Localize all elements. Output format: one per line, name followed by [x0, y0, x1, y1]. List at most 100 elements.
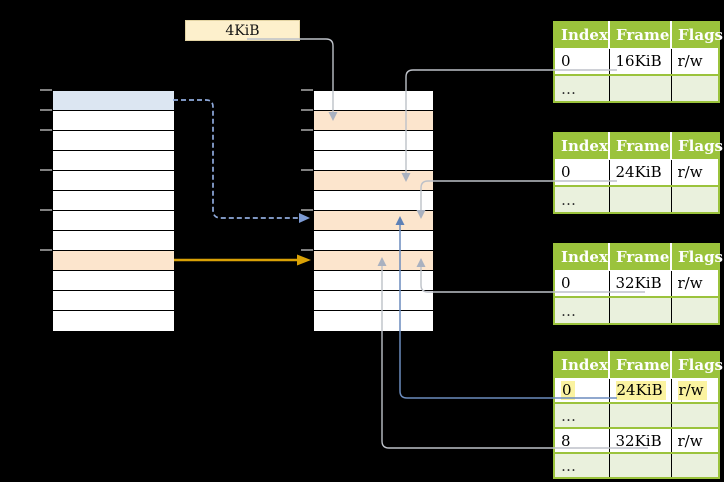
virtual-memory-row-2 [53, 131, 174, 151]
physical-memory-row-8 [314, 251, 433, 271]
page-table-row: … [554, 453, 719, 479]
page-table-cell [609, 297, 672, 325]
virtual-memory-row-7 [53, 231, 174, 251]
page-table-header-flags: Flags [671, 133, 723, 160]
physical-memory-row-6 [314, 211, 433, 231]
page-table-row: … [554, 75, 719, 103]
physical-memory-row-11 [314, 311, 433, 331]
physical-memory-row-10 [314, 291, 433, 311]
physical-memory-tick [301, 89, 313, 91]
page-table-cell: r/w [671, 378, 719, 404]
page-table-cell: … [554, 297, 610, 325]
page-table-cell: r/w [671, 428, 719, 454]
page-table-header-flags: Flags [671, 22, 723, 49]
physical-memory-tick [301, 209, 313, 211]
page-table-row: 0 24KiB r/w [554, 378, 719, 404]
page-table-header-frame: Frame [609, 22, 672, 49]
virtual-memory-row-6 [53, 211, 174, 231]
page-table-cell [609, 453, 672, 479]
page-table-cell: … [554, 186, 610, 214]
page-size-label: 4KiB [225, 22, 260, 39]
arrow-virtual-page-to-physical-dashed [173, 99, 310, 223]
virtual-memory-row-4 [53, 171, 174, 191]
highlighted-cell-text: 24KiB [615, 381, 666, 401]
virtual-memory-row-8 [53, 251, 174, 271]
page-table-cell: 0 [554, 159, 610, 187]
physical-memory-tick [301, 249, 313, 251]
page-table-cell [609, 403, 672, 429]
virtual-memory-row-11 [53, 311, 174, 331]
arrow-virtual-page-to-physical-gold [174, 254, 311, 266]
page-table-header-frame: Frame [609, 133, 672, 160]
page-table-cell: 0 [554, 48, 610, 76]
page-table-cell: r/w [671, 48, 719, 76]
physical-memory-row-5 [314, 191, 433, 211]
page-table-cell: … [554, 75, 610, 103]
virtual-memory-row-10 [53, 291, 174, 311]
virtual-memory-tick [40, 89, 52, 91]
page-table-header-flags: Flags [671, 352, 723, 379]
page-table-cell: r/w [671, 270, 719, 298]
virtual-memory-tick [40, 109, 52, 111]
virtual-memory-row-9 [53, 271, 174, 291]
page-table-cell: r/w [671, 159, 719, 187]
page-table-header-frame: Frame [609, 244, 672, 271]
virtual-memory-row-1 [53, 111, 174, 131]
physical-memory-row-4 [314, 171, 433, 191]
page-table-cell [609, 186, 672, 214]
physical-memory-row-1 [314, 111, 433, 131]
physical-memory-row-2 [314, 131, 433, 151]
page-table-header-index: Index [554, 244, 610, 271]
page-table-cell: 32KiB [609, 270, 672, 298]
page-table-cell [671, 453, 719, 479]
virtual-memory-row-5 [53, 191, 174, 211]
virtual-memory-row-3 [53, 151, 174, 171]
page-size-label-box: 4KiB [185, 20, 300, 41]
virtual-memory-tick [40, 249, 52, 251]
page-table-cell: 32KiB [609, 428, 672, 454]
page-table-row: … [554, 186, 719, 214]
page-table-cell [671, 297, 719, 325]
virtual-memory-tick [40, 169, 52, 171]
virtual-memory-row-0 [53, 91, 174, 111]
page-table-header-index: Index [554, 22, 610, 49]
page-table-cell [671, 75, 719, 103]
page-table-cell: 16KiB [609, 48, 672, 76]
virtual-memory-tick [40, 129, 52, 131]
page-table-row: … [554, 297, 719, 325]
page-table-header-frame: Frame [609, 352, 672, 379]
page-table-row: … [554, 403, 719, 429]
page-table-header-flags: Flags [671, 244, 723, 271]
physical-memory-tick [301, 129, 313, 131]
page-table-cell: … [554, 403, 610, 429]
highlighted-cell-text: 0 [561, 381, 575, 401]
physical-memory-tick [301, 109, 313, 111]
page-table-cell: 24KiB [609, 159, 672, 187]
physical-memory-row-3 [314, 151, 433, 171]
page-table-cell: 8 [554, 428, 610, 454]
page-table-cell [609, 75, 672, 103]
highlighted-cell-text: r/w [677, 381, 707, 401]
page-table-cell: 0 [554, 378, 610, 404]
page-table-cell [671, 186, 719, 214]
physical-memory-row-9 [314, 271, 433, 291]
page-table-cell [671, 403, 719, 429]
virtual-memory-table [52, 90, 175, 332]
virtual-memory-tick [40, 209, 52, 211]
page-table-cell: 0 [554, 270, 610, 298]
physical-memory-row-7 [314, 231, 433, 251]
physical-memory-tick [301, 169, 313, 171]
page-table-header-index: Index [554, 352, 610, 379]
physical-memory-row-0 [314, 91, 433, 111]
physical-memory-table [313, 90, 434, 332]
page-table-header-index: Index [554, 133, 610, 160]
